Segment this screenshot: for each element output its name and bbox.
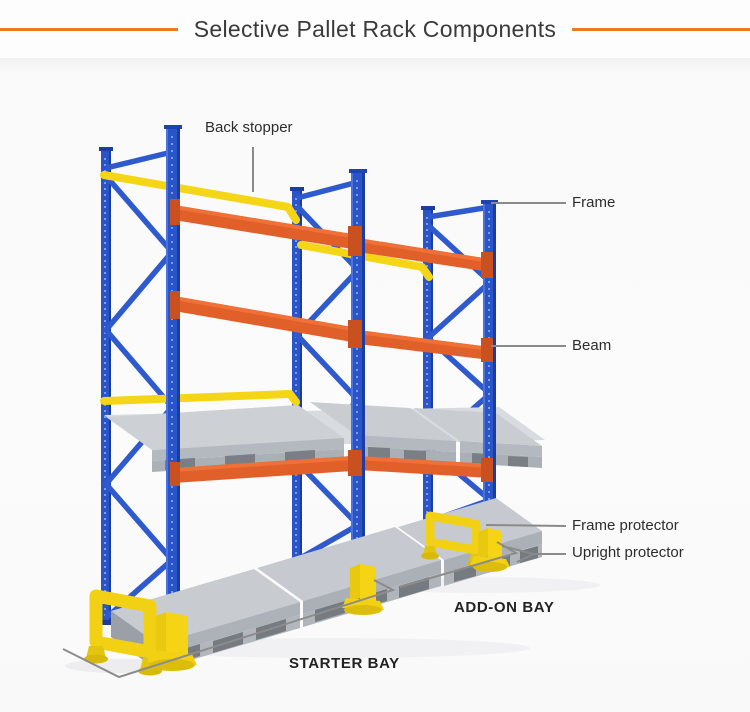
- callout-label-beam: Beam: [572, 337, 612, 354]
- callout-label-back-stopper: Back stopper: [205, 119, 293, 136]
- rack-diagram: Back stopper Frame Beam Frame protector …: [0, 58, 750, 712]
- back-stoppers: [100, 171, 433, 406]
- callout-label-frame: Frame: [572, 194, 616, 211]
- callout-label-frame-protector: Frame protector: [572, 517, 679, 534]
- shelf-level: [104, 402, 545, 483]
- title-rule-left: [0, 27, 178, 31]
- page-title: Selective Pallet Rack Components: [193, 15, 557, 42]
- bay-label-add-on: ADD-ON BAY: [454, 599, 555, 616]
- callout-leaders: [252, 147, 567, 563]
- beams-upper: [174, 205, 490, 360]
- bay-label-starter: STARTER BAY: [289, 655, 400, 672]
- pallet-rack-illustration: [62, 125, 600, 679]
- page-header: Selective Pallet Rack Components: [0, 0, 750, 58]
- callout-label-upright-protector: Upright protector: [572, 544, 684, 561]
- upright-protectors: [147, 528, 510, 671]
- beam-connectors: [170, 199, 493, 486]
- title-rule-right: [572, 27, 750, 31]
